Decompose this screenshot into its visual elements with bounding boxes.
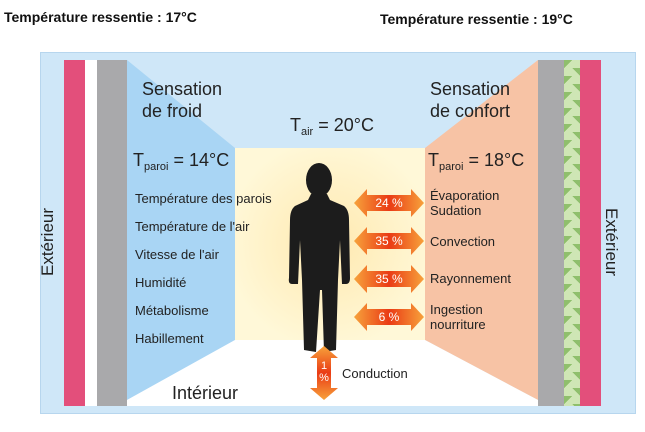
right-felt-temperature-title: Température ressentie : 19°C xyxy=(380,11,573,27)
left-insulation-layer xyxy=(85,60,97,406)
left-exterior-label: Extérieur xyxy=(38,207,58,277)
right-insulation-layer xyxy=(564,60,580,406)
right-exterior-label: Extérieur xyxy=(602,207,622,277)
right-inner-wall xyxy=(538,60,564,406)
convection-percent: 35 % xyxy=(375,234,403,248)
convection-label: Convection xyxy=(430,234,496,249)
left-wall-temperature: Tparoi = 14°C xyxy=(133,150,230,173)
double-arrow-icon xyxy=(354,189,424,217)
conduction-arrow-icon xyxy=(310,346,338,400)
radiation-label: Rayonnement xyxy=(430,271,511,286)
cold-zone xyxy=(127,60,235,400)
air-temperature: Tair = 20°C xyxy=(290,115,374,138)
comfort-factors-list: Température des parois Température de l'… xyxy=(135,191,272,359)
conduction-label: Conduction xyxy=(342,366,408,381)
left-outer-wall xyxy=(64,60,85,406)
comfort-sensation-heading: Sensation de confort xyxy=(430,79,511,121)
person-silhouette xyxy=(288,163,350,352)
ingestion-percent: 6 % xyxy=(378,310,400,324)
floor xyxy=(127,340,538,406)
conduction-percent: 1 % xyxy=(319,360,329,384)
double-arrow-icon xyxy=(354,227,424,255)
heat-exchange-arrows xyxy=(354,189,424,331)
factor-item: Vitesse de l'air xyxy=(135,247,219,262)
double-arrow-icon xyxy=(354,303,424,331)
right-wall-temperature: Tparoi = 18°C xyxy=(428,150,525,173)
radiation-percent: 35 % xyxy=(375,272,403,286)
cold-sensation-heading: Sensation de froid xyxy=(142,79,223,121)
double-arrow-icon xyxy=(354,265,424,293)
left-felt-temperature-title: Température ressentie : 17°C xyxy=(4,9,197,25)
factor-item: Température de l'air xyxy=(135,219,250,234)
evaporation-percent: 24 % xyxy=(375,196,403,210)
factor-item: Métabolisme xyxy=(135,303,209,318)
right-outer-wall xyxy=(580,60,601,406)
ingestion-label: Ingestion nourriture xyxy=(430,302,486,332)
factor-item: Habillement xyxy=(135,331,204,346)
evaporation-label: Évaporation Sudation xyxy=(430,188,500,218)
factor-item: Température des parois xyxy=(135,191,272,206)
interior-label: Intérieur xyxy=(172,383,239,403)
left-inner-wall xyxy=(97,60,127,406)
factor-item: Humidité xyxy=(135,275,187,290)
warm-zone xyxy=(425,60,538,400)
